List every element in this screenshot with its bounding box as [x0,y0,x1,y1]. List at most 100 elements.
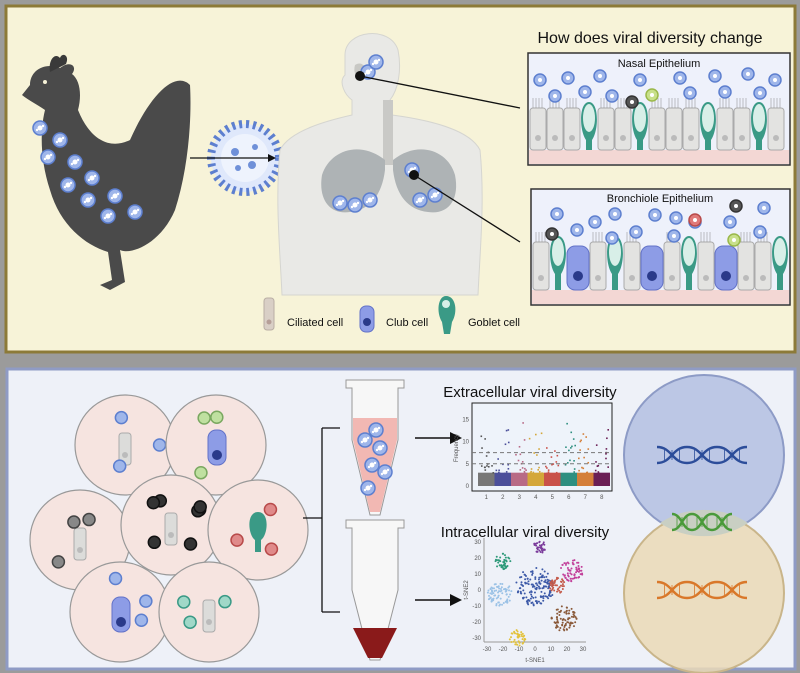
tsne-point [533,543,536,546]
tsne-point [495,604,498,607]
variant-point [507,441,510,444]
legend-club-label: Club cell [386,317,428,329]
tsne-point [513,638,516,641]
y-tick-label: 30 [474,540,481,546]
tsne-point [571,622,574,625]
tsne-point [538,580,541,583]
virus-particle [218,594,232,609]
tsne-point [544,579,547,582]
ciliated-cell [648,107,666,151]
tsne-point [567,618,570,621]
tsne-point [497,559,500,562]
nucleus [77,547,83,553]
tsne-point [570,615,573,618]
tsne-point [559,584,562,587]
tsne-point [501,552,504,555]
tsne-point [565,606,568,609]
tsne-point [555,616,558,619]
tsne-point [517,640,520,643]
variant-point [569,459,571,462]
tsne-point [505,600,508,603]
tsne-point [543,570,546,573]
variant-point [564,463,567,466]
tsne-point [516,643,519,646]
variant-point [484,469,487,471]
tsne-point [549,595,552,598]
tsne-point [492,592,495,595]
variant-point [530,468,533,470]
ciliated-cell [767,107,785,151]
variant-point [551,463,553,466]
variant-point [594,469,597,472]
y-tick-label: 0 [478,588,482,594]
nucleus [620,135,626,141]
tsne-point [577,570,580,573]
tsne-point [536,602,539,605]
tsne-point [536,548,539,551]
virus-core [566,76,570,80]
tsne-point [552,582,555,585]
variant-point [504,443,507,446]
variant-point [587,461,590,464]
y-tick-label: 10 [474,572,481,578]
tsne-point [537,600,540,603]
nucleus [538,275,544,281]
ciliated-cell [623,241,641,291]
tsne-point [487,589,490,592]
tsne-point [551,583,554,586]
nucleus [739,135,745,141]
virus-core [610,94,614,98]
virus-particle [197,411,211,425]
cell-type-legend: Ciliated cell Club cell Goblet cell [263,296,520,334]
virus-particle [264,542,279,556]
variant-point [607,466,609,468]
tsne-point [506,601,509,604]
x-tick-label: 3 [518,495,522,501]
variant-point [522,422,524,424]
bronchiole-epithelium-label: Bronchiole Epithelium [607,193,713,205]
variant-point [574,444,576,447]
tsne-point [493,590,496,593]
variant-point [535,433,537,436]
tsne-point [554,579,557,582]
virus-particle [152,438,167,452]
y-tick-label: -10 [472,604,481,610]
tsne-point [495,589,498,592]
nucleus [569,135,575,141]
legend-ciliated-label: Ciliated cell [287,317,343,329]
tsne-point [555,576,558,579]
variant-point [565,446,567,449]
variant-point [579,440,582,443]
variant-point [541,472,543,474]
tsne-point [564,619,567,622]
club-cell [640,245,664,291]
tsne-point [500,564,503,567]
ciliated-cell [529,107,547,151]
variant-point [605,453,607,455]
variant-point [524,467,526,470]
ciliated-cell [614,107,632,151]
tsne-point [530,595,533,598]
tsne-point [558,611,561,614]
virus-core [672,234,676,238]
tsne-point [524,638,527,641]
tsne-point [577,565,580,568]
variant-point [582,467,585,470]
tsne-point [527,580,530,583]
tsne-point [577,567,580,570]
tsne-point [520,633,523,636]
tsne-point [560,581,563,584]
tsne-point [541,568,544,571]
club-cell [714,245,738,291]
tsne-point [531,601,534,604]
tsne-point [501,603,504,606]
tsne-point [492,597,495,600]
variant-point [507,429,510,431]
variant-point [550,456,553,458]
tsne-point [538,549,541,552]
variant-point [568,449,570,452]
tsne-point [569,624,572,627]
variant-point [547,469,550,471]
tsne-point [502,561,505,564]
tsne-point [505,559,508,562]
